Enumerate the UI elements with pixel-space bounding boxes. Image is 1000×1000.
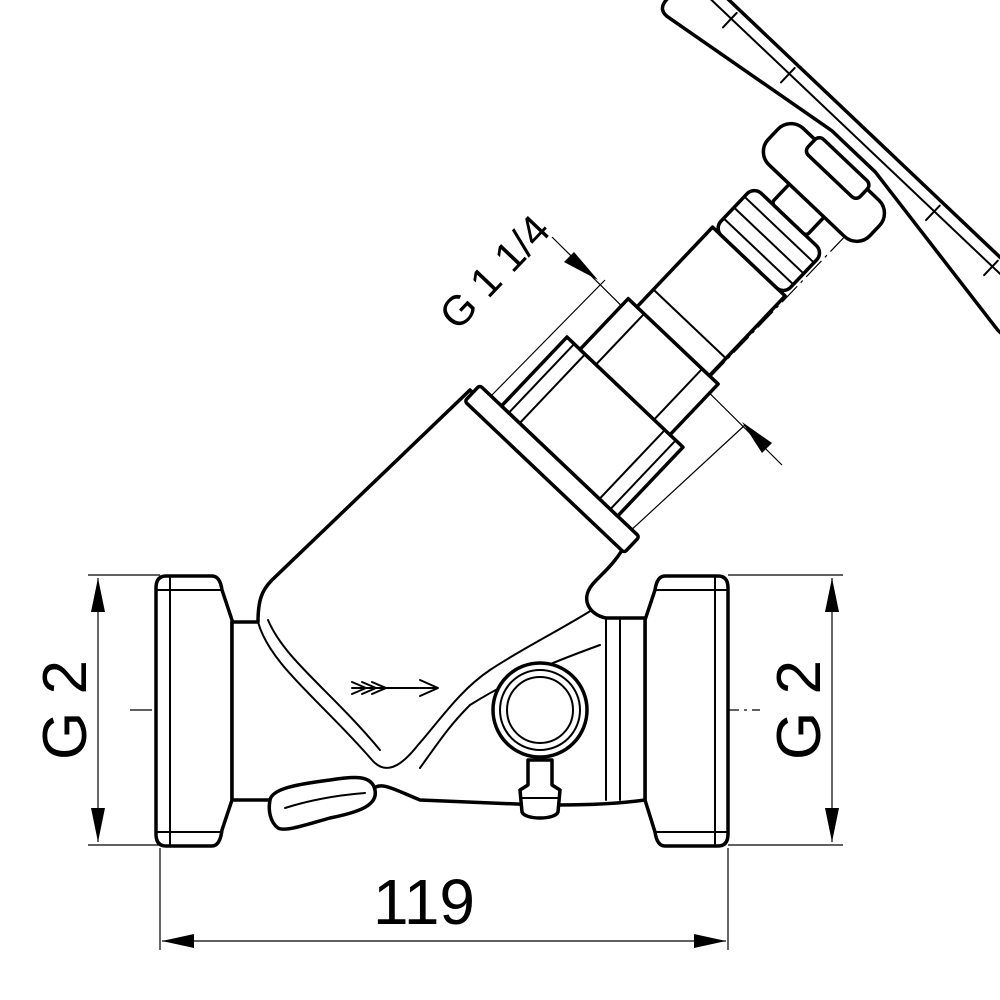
dim-left-thread: G 2: [31, 660, 100, 760]
bonnet-assembly: [464, 0, 1000, 554]
right-flange: [643, 574, 730, 848]
left-flange: [154, 574, 234, 848]
valve-body: [230, 388, 647, 831]
dim-overall-length: 119: [373, 866, 475, 938]
dim-bonnet-thread: G 1 1/4: [430, 206, 559, 338]
dim-right-thread: G 2: [765, 660, 834, 760]
